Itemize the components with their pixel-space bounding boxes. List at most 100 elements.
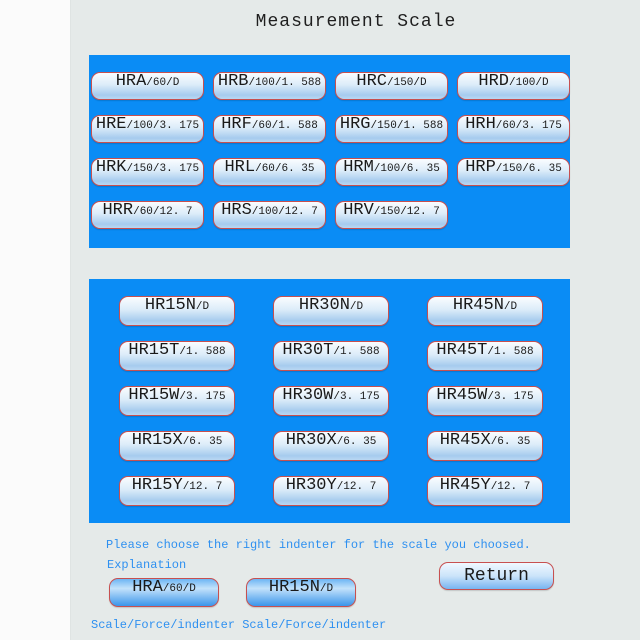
scale-force-indenter-detail: /6. 35 <box>182 436 223 448</box>
scale-name: HR15W <box>128 386 180 405</box>
scale-name: HR45T <box>436 341 488 360</box>
scale-name: HR30W <box>282 386 334 405</box>
scale-force-indenter-detail: /3. 175 <box>487 391 534 403</box>
scale-force-indenter-detail: /100/3. 175 <box>126 120 200 132</box>
scale-button-hr45t[interactable]: HR45T/1. 588 <box>427 341 543 371</box>
scale-button-hr30y[interactable]: HR30Y/12. 7 <box>273 476 389 506</box>
scale-name: HRV <box>343 201 374 220</box>
scale-button-hr15t[interactable]: HR15T/1. 588 <box>119 341 235 371</box>
scale-button-hre[interactable]: HRE/100/3. 175 <box>91 115 204 143</box>
scale-button-hrp[interactable]: HRP/150/6. 35 <box>457 158 570 186</box>
scale-force-indenter-detail: /3. 175 <box>333 391 380 403</box>
scale-force-indenter-detail: /D <box>319 583 334 595</box>
scale-name: HRA <box>115 72 147 91</box>
scale-force-indenter-detail: /100/D <box>509 77 549 89</box>
scale-button-hrm[interactable]: HRM/100/6. 35 <box>335 158 448 186</box>
scale-button-hrh[interactable]: HRH/60/3. 175 <box>457 115 570 143</box>
scale-button-hr30x[interactable]: HR30X/6. 35 <box>273 431 389 461</box>
scale-button-hra[interactable]: HRA/60/D <box>91 72 204 100</box>
scale-button-hrv[interactable]: HRV/150/12. 7 <box>335 201 448 229</box>
scale-name: HRL <box>224 158 256 177</box>
scale-name: HRC <box>356 72 387 91</box>
scale-force-indenter-detail: /100/1. 588 <box>248 77 322 89</box>
scale-name: HRD <box>478 72 509 91</box>
scale-force-indenter-detail: /12. 7 <box>336 481 377 493</box>
scale-force-indenter-detail: /60/1. 588 <box>251 120 318 132</box>
scale-button-hr45y[interactable]: HR45Y/12. 7 <box>427 476 543 506</box>
scale-force-indenter-detail: /6. 35 <box>336 436 377 448</box>
scale-force-indenter-detail: /6. 35 <box>490 436 531 448</box>
scale-button-hr15n[interactable]: HR15N/D <box>119 296 235 326</box>
scale-force-indenter-detail: /100/6. 35 <box>373 163 440 175</box>
scale-name: HRH <box>465 115 496 134</box>
scale-name: HR45W <box>436 386 488 405</box>
scale-name: HR45Y <box>439 476 491 495</box>
scale-force-indenter-detail: /150/3. 175 <box>126 163 200 175</box>
scale-name: HRM <box>343 158 374 177</box>
scale-force-indenter-detail: /150/1. 588 <box>370 120 444 132</box>
scale-name: HR45X <box>439 431 491 450</box>
scale-button-hr15x[interactable]: HR15X/6. 35 <box>119 431 235 461</box>
scale-button-hrl[interactable]: HRL/60/6. 35 <box>213 158 326 186</box>
scale-button-hr30n[interactable]: HR30N/D <box>273 296 389 326</box>
scale-button-hr45x[interactable]: HR45X/6. 35 <box>427 431 543 461</box>
example-button-hr15n[interactable]: HR15N/D <box>246 578 356 607</box>
scale-force-indenter-caption: Scale/Force/indenter Scale/Force/indente… <box>91 618 387 632</box>
scale-force-indenter-detail: /60/D <box>162 583 196 595</box>
scale-button-hrb[interactable]: HRB/100/1. 588 <box>213 72 326 100</box>
scale-force-indenter-detail: /60/12. 7 <box>133 206 193 218</box>
scale-name: HR15X <box>131 431 183 450</box>
scale-button-hr30w[interactable]: HR30W/3. 175 <box>273 386 389 416</box>
scale-button-hr30t[interactable]: HR30T/1. 588 <box>273 341 389 371</box>
scale-button-hrs[interactable]: HRS/100/12. 7 <box>213 201 326 229</box>
scale-force-indenter-detail: /60/6. 35 <box>255 163 315 175</box>
scale-name: HR30N <box>298 296 350 315</box>
scale-force-indenter-detail: /150/D <box>387 77 427 89</box>
scale-force-indenter-detail: /12. 7 <box>490 481 531 493</box>
scale-name: HRB <box>217 72 249 91</box>
scale-button-hrf[interactable]: HRF/60/1. 588 <box>213 115 326 143</box>
example-button-hra[interactable]: HRA/60/D <box>109 578 219 607</box>
scale-force-indenter-detail: /1. 588 <box>333 346 380 358</box>
scale-button-hrr[interactable]: HRR/60/12. 7 <box>91 201 204 229</box>
return-button[interactable]: Return <box>439 562 554 590</box>
scale-force-indenter-detail: /D <box>349 301 364 313</box>
page-title: Measurement Scale <box>255 12 457 32</box>
scale-force-indenter-detail: /100/12. 7 <box>251 206 318 218</box>
scale-button-hr45w[interactable]: HR45W/3. 175 <box>427 386 543 416</box>
scale-button-hr45n[interactable]: HR45N/D <box>427 296 543 326</box>
scale-name: HR30X <box>285 431 337 450</box>
scale-name: HR15T <box>128 341 180 360</box>
scale-name: HRP <box>465 158 496 177</box>
scale-button-hrk[interactable]: HRK/150/3. 175 <box>91 158 204 186</box>
scale-button-hr15y[interactable]: HR15Y/12. 7 <box>119 476 235 506</box>
scale-name: HR30T <box>282 341 334 360</box>
scale-force-indenter-detail: /1. 588 <box>487 346 534 358</box>
scale-name: HRG <box>339 115 371 134</box>
scale-button-hrd[interactable]: HRD/100/D <box>457 72 570 100</box>
scale-name: HRS <box>221 201 252 220</box>
scale-name: HRA <box>132 578 163 597</box>
scale-button-hr15w[interactable]: HR15W/3. 175 <box>119 386 235 416</box>
scale-name: HR15N <box>144 296 196 315</box>
scale-button-row: HRE/100/3. 175 HRF/60/1. 588 HRG/150/1. 58… <box>89 115 570 143</box>
scale-name: HR15Y <box>131 476 183 495</box>
scale-force-indenter-detail: /150/12. 7 <box>373 206 440 218</box>
scale-name: HRK <box>95 158 127 177</box>
scale-button-hrc[interactable]: HRC/150/D <box>335 72 448 100</box>
scale-force-indenter-detail: /3. 175 <box>179 391 226 403</box>
main-scales-panel: HRA/60/D HRB/100/1. 588 HRC/150/D HRD/100/D… <box>89 55 570 248</box>
scale-force-indenter-detail: /1. 588 <box>179 346 226 358</box>
scale-force-indenter-detail: /D <box>503 301 518 313</box>
scale-force-indenter-detail: /D <box>195 301 210 313</box>
scale-force-indenter-detail: /150/6. 35 <box>495 163 562 175</box>
scale-force-indenter-detail: /60/D <box>146 77 180 89</box>
scale-button-hrg[interactable]: HRG/150/1. 588 <box>335 115 448 143</box>
